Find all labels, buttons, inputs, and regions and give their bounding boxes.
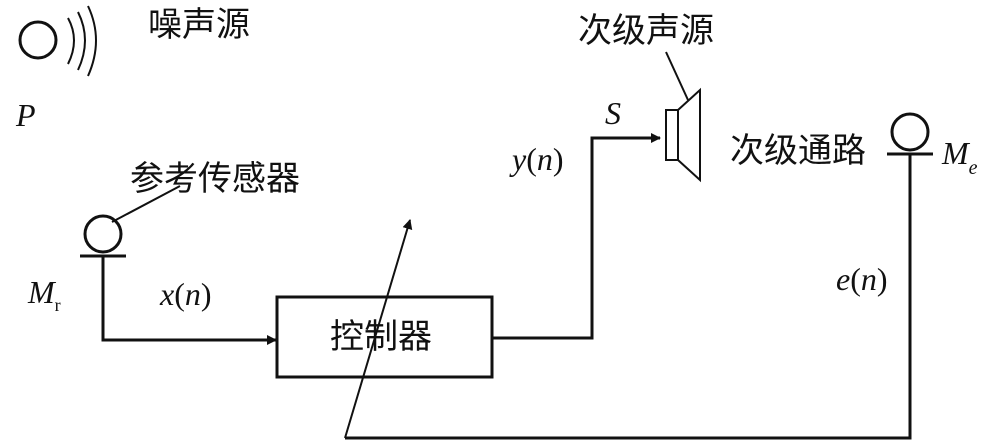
noise-source — [18, 5, 97, 77]
sound-wave-2 — [77, 11, 86, 71]
error-signal-paren-close: ) — [877, 261, 888, 297]
noise-source-symbol: P — [15, 97, 36, 133]
error-mic-letter: M — [941, 135, 971, 171]
adaptation-arrow — [344, 219, 413, 439]
input-signal-arg: n — [185, 276, 201, 312]
controller-label: 控制器 — [330, 317, 432, 357]
error-signal-paren-open: ( — [850, 261, 861, 297]
error-microphone-icon — [890, 112, 930, 152]
input-signal-line — [101, 256, 277, 345]
reference-sensor-leader — [111, 185, 181, 223]
output-signal-paren-open: ( — [526, 141, 537, 177]
output-signal-var: y — [509, 141, 527, 177]
noise-source-label: 噪声源 — [148, 5, 250, 45]
noise-source-icon — [18, 20, 58, 60]
input-signal-paren-close: ) — [201, 276, 212, 312]
reference-microphone-icon — [83, 214, 123, 254]
error-mic-subscript: e — [969, 157, 978, 179]
input-signal-var: x — [159, 276, 174, 312]
speaker-magnet — [665, 109, 679, 161]
speaker-cone — [677, 87, 701, 183]
error-mic-symbol: Me — [941, 135, 978, 179]
reference-sensor-label: 参考传感器 — [130, 159, 300, 199]
error-signal-arg: n — [861, 261, 877, 297]
secondary-source-leader — [665, 51, 689, 101]
sound-wave-1 — [67, 17, 75, 65]
sound-wave-3 — [87, 5, 97, 77]
error-signal-var: e — [836, 261, 850, 297]
reference-mic-subscript: r — [55, 295, 61, 315]
secondary-path-label: 次级通路 — [730, 131, 866, 171]
speaker-icon — [665, 87, 701, 183]
reference-mic-letter: M — [27, 274, 57, 310]
error-signal-line — [345, 154, 912, 440]
output-signal-line — [492, 133, 661, 340]
output-signal-paren-close: ) — [553, 141, 564, 177]
output-signal-label: y(n) — [509, 141, 564, 177]
reference-mic-symbol: Mr — [27, 274, 61, 315]
error-signal-label: e(n) — [836, 261, 888, 297]
input-signal-label: x(n) — [159, 276, 212, 312]
input-signal-paren-open: ( — [174, 276, 185, 312]
secondary-source-label: 次级声源 — [578, 11, 714, 51]
speaker-symbol: S — [605, 95, 621, 131]
output-signal-arg: n — [537, 141, 553, 177]
